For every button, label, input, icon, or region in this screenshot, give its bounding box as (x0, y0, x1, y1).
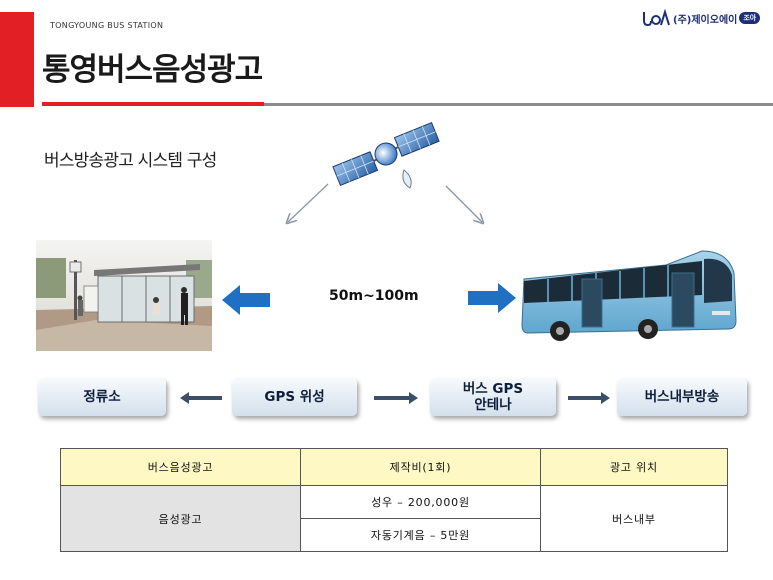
flow-label-line2: 안테나 (474, 397, 512, 413)
cell-machine-voice-cost: 자동기계음 – 5만원 (300, 518, 541, 552)
distance-label: 50m~100m (329, 288, 419, 304)
cell-ad-type: 음성광고 (60, 485, 301, 552)
cell-voice-actor-cost: 성우 – 200,000원 (300, 485, 541, 519)
arrow-left-icon (222, 285, 270, 315)
signal-arrows (280, 183, 500, 230)
bus-photo (521, 250, 737, 341)
table-header-row: 버스음성광고 제작비(1회) 광고 위치 (60, 448, 728, 486)
page-title: 통영버스음성광고 (42, 52, 263, 88)
ad-fee-table: 버스음성광고 제작비(1회) 광고 위치 음성광고 성우 – 200,000원 … (60, 448, 728, 552)
station-label: TONGYOUNG BUS STATION (50, 21, 164, 30)
bus-stop-photo (36, 240, 212, 351)
table-row: 음성광고 성우 – 200,000원 버스내부 (60, 485, 728, 552)
flow-label: 버스내부방송 (644, 389, 720, 405)
flow-box-bus-stop: 정류소 (38, 378, 166, 416)
company-name: (주)제이오에이 (673, 14, 738, 26)
flow-label: 정류소 (83, 389, 121, 405)
flow-arrow-right-icon (374, 392, 418, 404)
section-title: 버스방송광고 시스템 구성 (44, 151, 217, 171)
flow-arrow-right-icon (568, 392, 610, 404)
arrow-right-icon (468, 283, 516, 313)
header-ad-location: 광고 위치 (540, 448, 728, 486)
joa-logo-icon (643, 9, 670, 27)
company-logo: (주)제이오에이 조아 (641, 8, 761, 28)
title-underline-red (42, 102, 264, 106)
flow-arrow-left-icon (180, 392, 222, 404)
header-ad-type: 버스음성광고 (60, 448, 301, 486)
satellite-icon (332, 121, 440, 189)
header-production-cost: 제작비(1회) (300, 448, 541, 486)
cell-location: 버스내부 (540, 485, 728, 552)
red-accent-bar (0, 12, 34, 107)
flow-box-gps-antenna: 버스 GPS 안테나 (430, 378, 556, 416)
title-underline-gray (264, 103, 773, 106)
flow-label-line1: 버스 GPS (462, 381, 524, 397)
table-row: 자동기계음 – 5만원 (61, 518, 728, 552)
flow-box-gps-satellite: GPS 위성 (232, 378, 357, 416)
flow-box-in-bus-broadcast: 버스내부방송 (617, 378, 747, 416)
flow-label: GPS 위성 (264, 389, 325, 405)
company-badge: 조아 (739, 12, 761, 24)
